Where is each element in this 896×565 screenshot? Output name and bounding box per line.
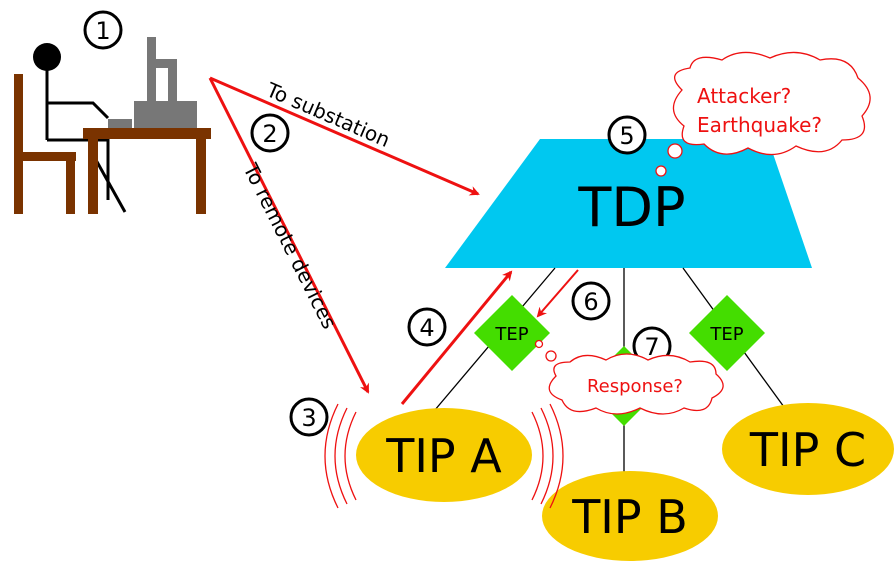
arrow-tdp-to-tep [536,269,579,318]
step-1-label: 1 [95,17,110,45]
step-3-label: 3 [301,404,316,432]
tip-c-label: TIP C [749,423,866,477]
chair-icon [14,74,76,214]
step-7-label: 7 [644,333,659,361]
attack-arrows [208,76,579,405]
arrow-tip-a-to-tdp [400,270,513,405]
tip-b-label: TIP B [571,490,688,544]
tep-right-label: TEP [709,324,743,345]
tep-thought-text: Response? [587,376,683,397]
tdp-thought-line1: Attacker? [697,84,791,108]
step-6-label: 6 [583,288,598,316]
tdp-box [445,139,812,268]
person-icon [33,43,127,213]
tep-left-label: TEP [494,324,528,345]
to-remote-devices-label: To remote devices [238,159,342,333]
tdp-thought-line2: Earthquake? [697,113,822,137]
step-5-label: 5 [619,122,634,150]
desk-icon [83,128,211,214]
tip-a-label: TIP A [385,429,502,483]
step-2-label: 2 [262,120,277,148]
step-4-label: 4 [419,314,434,342]
computer-icon [108,37,197,128]
tip-a-node: TIP A [356,408,532,502]
arrow-to-remote-devices [208,77,370,394]
signal-waves-icon [324,403,564,509]
tdp-label: TDP [577,176,685,239]
step-numbers: 1 2 3 4 5 6 7 [95,17,659,432]
tdp-thought-cloud [655,51,871,177]
arrow-to-substation [209,76,480,196]
tep-left-node: TEP [474,295,550,371]
operator-workstation [14,37,211,214]
tip-b-node: TIP B [542,471,718,561]
tep-right-node: TEP [689,295,765,371]
step-markers [83,10,672,437]
tep-thought-cloud [534,339,724,415]
tip-c-node: TIP C [722,403,894,495]
